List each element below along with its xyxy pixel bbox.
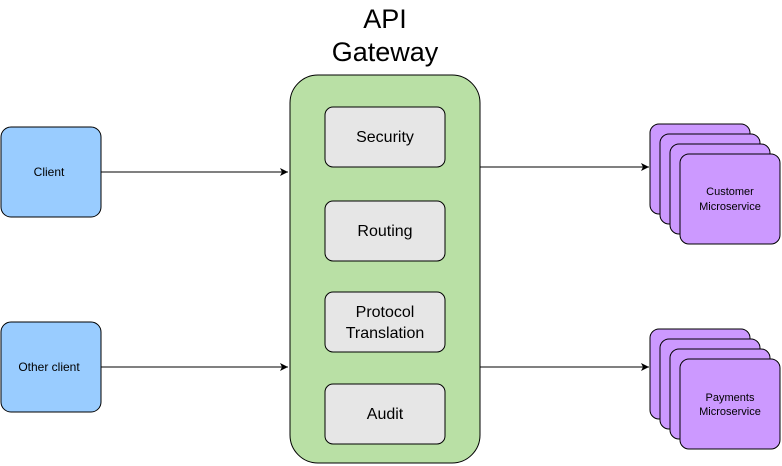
gateway-title-line2: Gateway <box>332 37 439 67</box>
module-routing <box>324 200 446 262</box>
payments-label-line2: Microservice <box>699 406 761 418</box>
other-client-label: Other client <box>18 360 80 374</box>
module-protocol-label-line1: Protocol <box>356 304 415 321</box>
payments-stack-layer-4 <box>679 358 781 450</box>
module-audit-label: Audit <box>367 406 404 423</box>
customer-microservice-stack: Customer Microservice <box>649 123 781 245</box>
module-protocol-label-line2: Translation <box>346 325 425 342</box>
gateway-title-line1: API <box>363 4 407 34</box>
customer-label-line1: Customer <box>706 186 754 198</box>
payments-microservice-stack: Payments Microservice <box>649 328 781 450</box>
customer-label-line2: Microservice <box>699 201 761 213</box>
gateway-container <box>289 74 481 464</box>
module-security-label: Security <box>356 129 414 146</box>
module-audit <box>324 383 446 445</box>
module-routing-label: Routing <box>357 223 412 240</box>
module-protocol-translation <box>324 291 446 353</box>
client-label: Client <box>34 165 65 179</box>
payments-label-line1: Payments <box>706 392 755 404</box>
customer-stack-layer-4 <box>679 153 781 245</box>
module-security <box>324 106 446 168</box>
